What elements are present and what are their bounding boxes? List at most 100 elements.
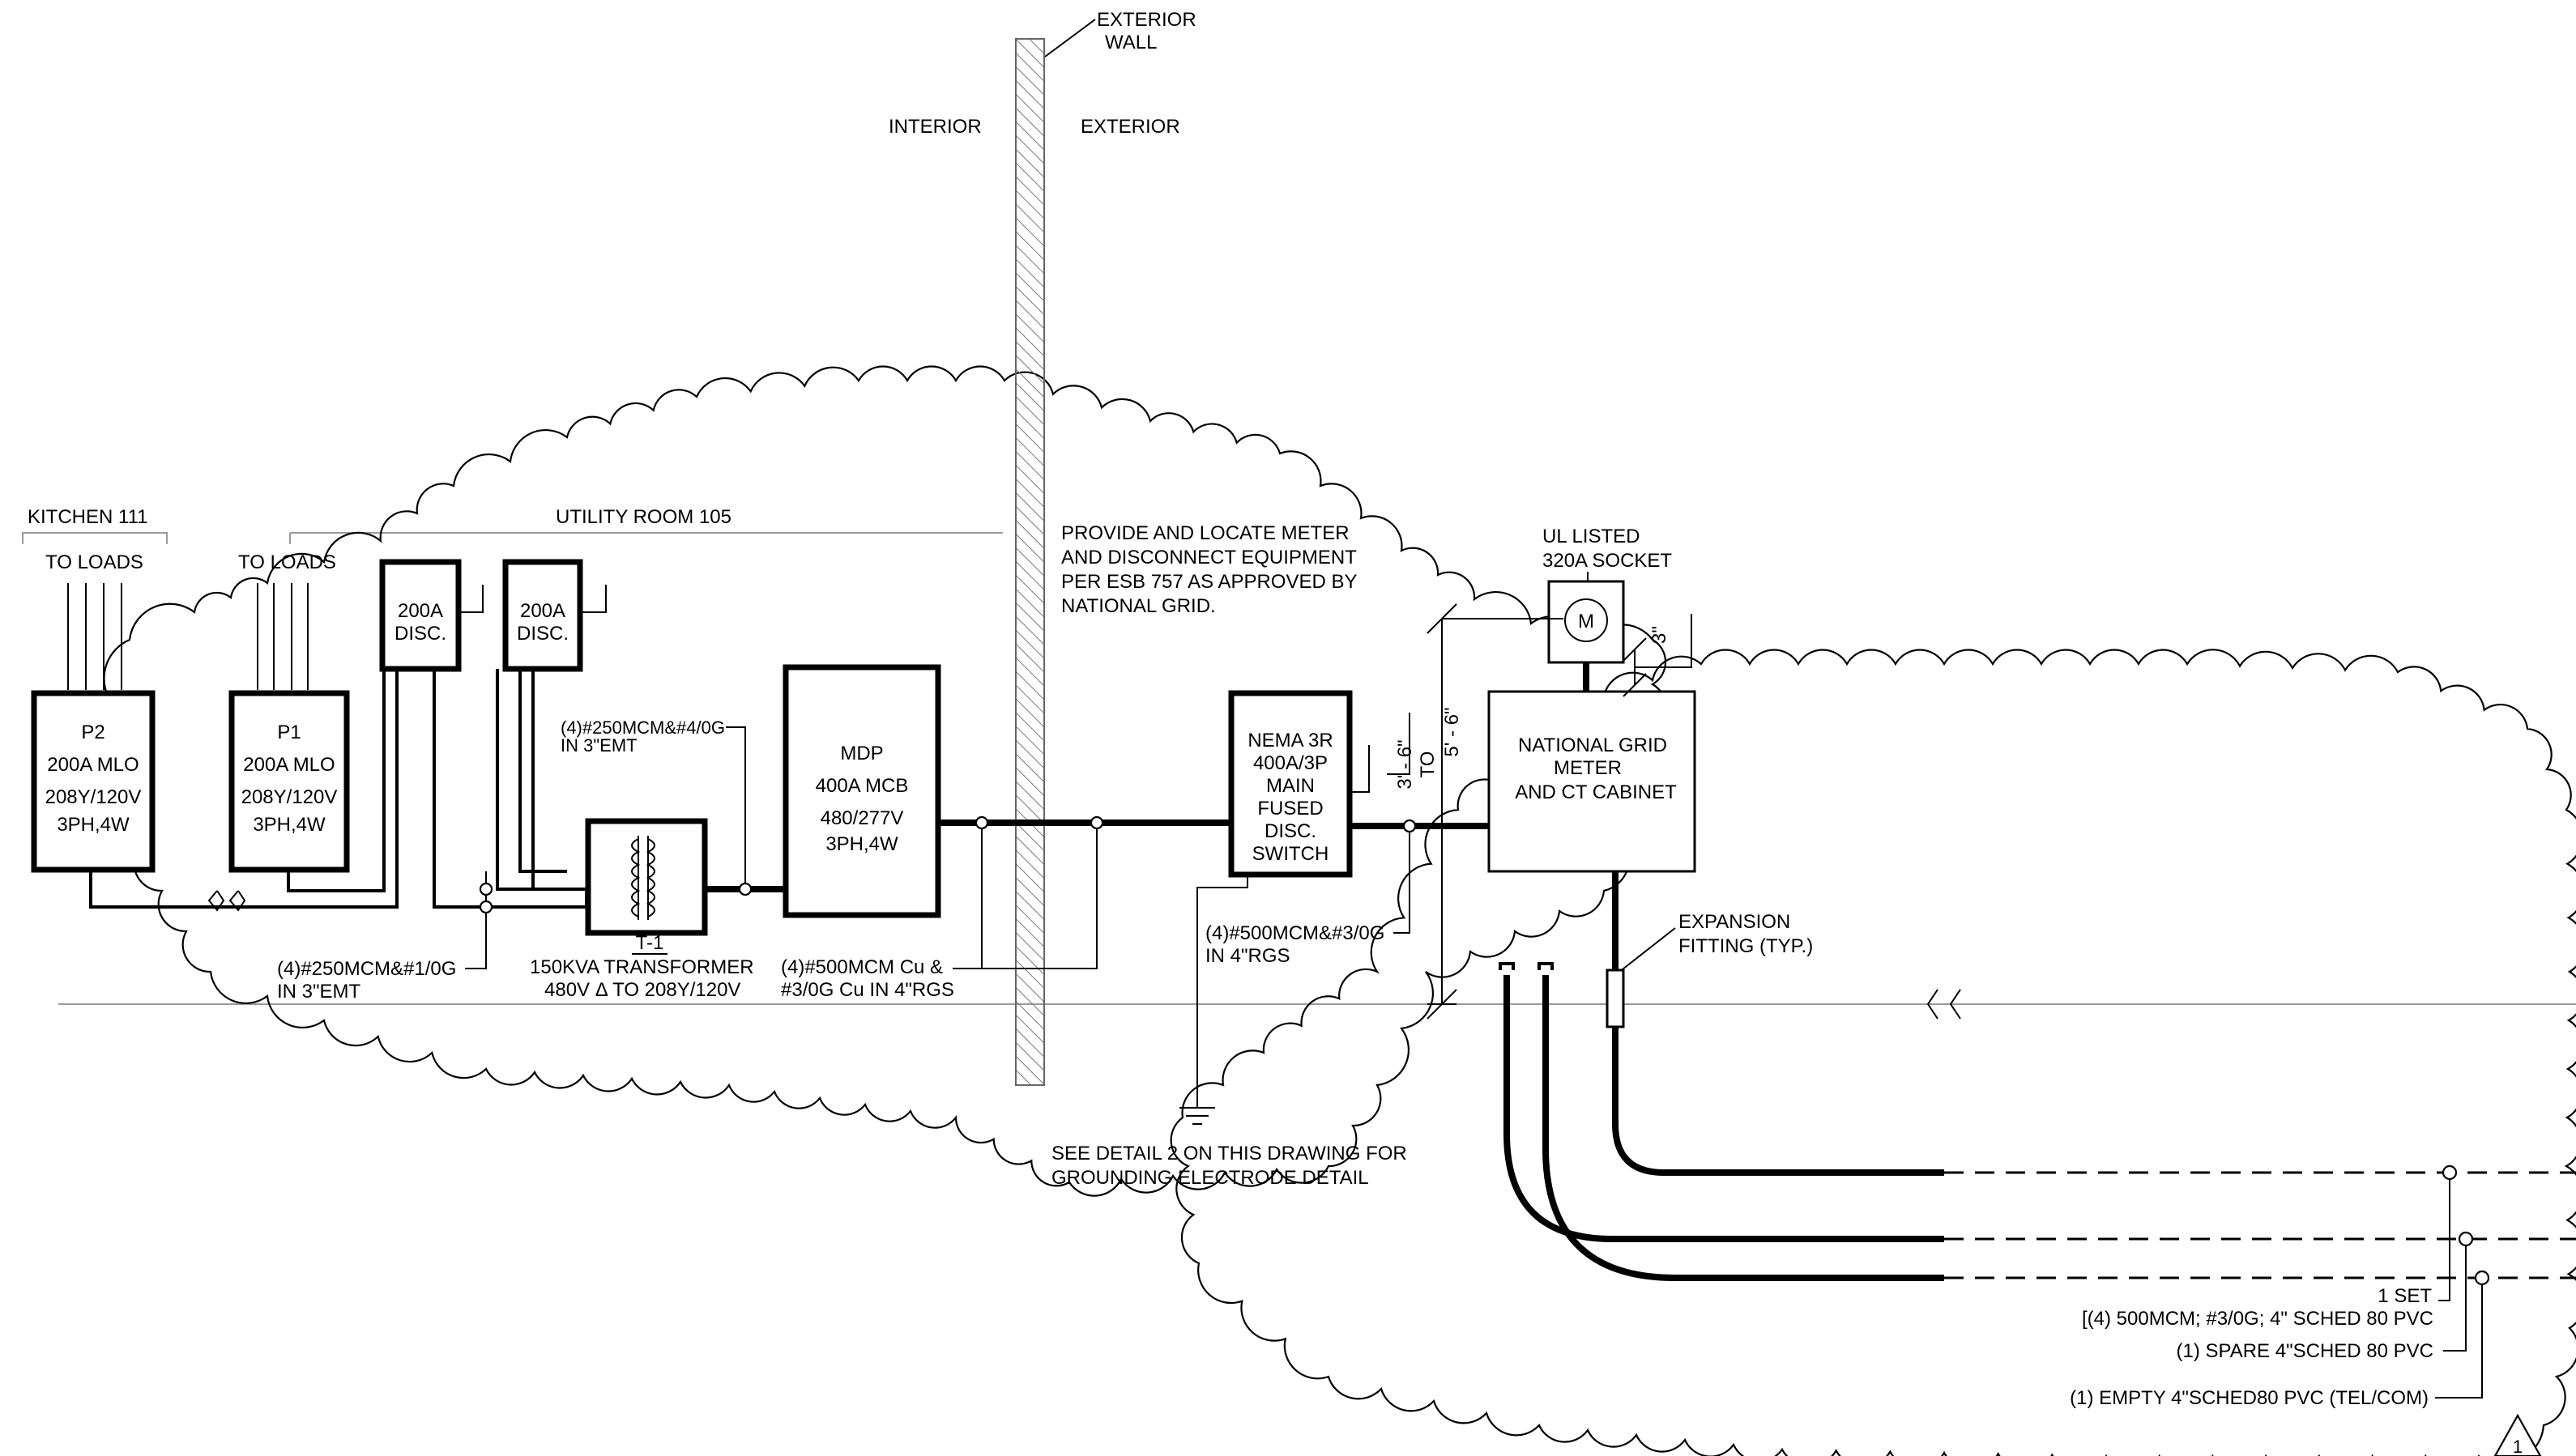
disconnect-1-line1: 200A bbox=[398, 600, 443, 622]
to-loads-p2: TO LOADS bbox=[45, 551, 143, 573]
panel-p1-rating: 200A MLO bbox=[243, 754, 335, 776]
nema-line5: DISC. bbox=[1265, 820, 1316, 842]
conductor-c4-line1: (4)#500MCM&#3/0G bbox=[1205, 922, 1384, 944]
load-wires-p2 bbox=[67, 583, 122, 690]
socket-gap-dimension bbox=[1623, 614, 1692, 697]
meter-ct-cabinet bbox=[1487, 690, 1696, 873]
panel-p1-name: P1 bbox=[277, 722, 301, 743]
disconnect-2-handle bbox=[580, 585, 607, 613]
conduit-service-leader bbox=[2438, 1179, 2450, 1301]
panel-p2-phase: 3PH,4W bbox=[57, 814, 130, 836]
transformer-voltage: 480V Δ TO 208Y/120V bbox=[544, 979, 740, 1001]
meter-cabinet-line1: NATIONAL GRID bbox=[1518, 734, 1667, 756]
disconnect-1-handle bbox=[458, 585, 484, 613]
dimension-to: TO bbox=[1417, 751, 1439, 778]
conductor-c2-line2: IN 3"EMT bbox=[277, 981, 361, 1003]
disc2-feeder bbox=[518, 669, 567, 873]
height-dimension bbox=[1427, 603, 1563, 1020]
revision-number: 1 bbox=[2513, 1437, 2523, 1456]
conduit-spare-cap bbox=[1499, 962, 1515, 970]
panel-p2-rating: 200A MLO bbox=[47, 754, 139, 776]
conductor-c4-leader bbox=[1393, 826, 1410, 934]
break-symbol-4 bbox=[1949, 989, 1961, 1020]
conduit-spare-leader bbox=[2443, 1245, 2467, 1352]
break-symbol-2 bbox=[228, 890, 246, 912]
conductor-c3-line2: #3/0G Cu IN 4"RGS bbox=[781, 979, 954, 1001]
nema-handle bbox=[1350, 745, 1370, 793]
expansion-note-line1: EXPANSION bbox=[1678, 911, 1790, 933]
nema-switch bbox=[1228, 690, 1353, 878]
exterior-wall bbox=[1015, 38, 1045, 1086]
disconnect-2 bbox=[502, 559, 583, 672]
utility-room-label: UTILITY ROOM 105 bbox=[556, 506, 731, 528]
disconnect-1 bbox=[379, 559, 462, 672]
provide-note-line2: AND DISCONNECT EQUIPMENT bbox=[1061, 547, 1357, 568]
meter-circle bbox=[1564, 598, 1608, 642]
wall-label-line2: WALL bbox=[1105, 32, 1157, 53]
wall-label-line1: EXTERIOR bbox=[1097, 9, 1196, 31]
provide-note-line1: PROVIDE AND LOCATE METER bbox=[1061, 522, 1350, 544]
transformer-rating: 150KVA TRANSFORMER bbox=[530, 956, 754, 978]
revision-triangle bbox=[2493, 1413, 2542, 1456]
socket-label-line2: 320A SOCKET bbox=[1542, 550, 1672, 572]
mdp-voltage: 480/277V bbox=[821, 807, 904, 829]
load-wires-p1 bbox=[257, 583, 309, 690]
meter-socket bbox=[1547, 580, 1625, 664]
panel-p2-name: P2 bbox=[81, 722, 104, 743]
conduit-spare-label: (1) SPARE 4"SCHED 80 PVC bbox=[2176, 1340, 2433, 1362]
nema-line4: FUSED bbox=[1257, 798, 1323, 820]
transformer-tag: T-1 bbox=[636, 932, 664, 954]
nema-line6: SWITCH bbox=[1252, 843, 1329, 865]
conduit-spare bbox=[1503, 975, 1944, 1242]
conduit-empty-cap bbox=[1537, 962, 1554, 970]
expansion-note-line2: FITTING (TYP.) bbox=[1678, 935, 1813, 957]
conduit-empty bbox=[1542, 975, 1944, 1281]
nema-line1: NEMA 3R bbox=[1247, 730, 1333, 751]
socket-label-line1: UL LISTED bbox=[1542, 526, 1640, 547]
break-symbol-1 bbox=[207, 890, 225, 912]
mdp-rating: 400A MCB bbox=[816, 775, 909, 797]
panel-p1 bbox=[228, 690, 350, 873]
nema-line2: 400A/3P bbox=[1253, 752, 1328, 774]
ground-symbol bbox=[1179, 1107, 1215, 1125]
panel-p2-voltage: 208Y/120V bbox=[45, 786, 142, 808]
conductor-c4-line2: IN 4"RGS bbox=[1205, 945, 1290, 967]
conduit-service bbox=[1612, 871, 1944, 1176]
break-symbol-3 bbox=[1926, 989, 1938, 1020]
transformer-box bbox=[585, 818, 708, 936]
mdp-panel bbox=[783, 664, 941, 918]
conduit-set-line1: 1 SET bbox=[2378, 1285, 2432, 1307]
revision-cloud-exterior bbox=[1170, 649, 2576, 1456]
panel-p1-phase: 3PH,4W bbox=[253, 814, 326, 836]
conduit-empty-leader bbox=[2435, 1284, 2483, 1399]
conduit-empty-dot bbox=[2474, 1270, 2490, 1286]
conduit-set-line2: [(4) 500MCM; #3/0G; 4" SCHED 80 PVC bbox=[2082, 1308, 2433, 1330]
meter-symbol: M bbox=[1578, 611, 1594, 632]
conductor-c3-line1: (4)#500MCM Cu & bbox=[781, 956, 943, 978]
grounding-note-line1: SEE DETAIL 2 ON THIS DRAWING FOR bbox=[1051, 1143, 1407, 1164]
conductor-c3-leader bbox=[953, 823, 1098, 969]
wall-leader bbox=[1044, 19, 1096, 57]
conductor-c1-line1: (4)#250MCM&#4/0G bbox=[561, 717, 725, 738]
disconnect-1-line2: DISC. bbox=[395, 623, 446, 645]
to-loads-p1: TO LOADS bbox=[238, 551, 336, 573]
conduit-spare-dot bbox=[2458, 1231, 2474, 1247]
revision-cloud-interior bbox=[100, 365, 1667, 1197]
disconnect-2-line1: 200A bbox=[520, 600, 565, 622]
mdp-phase: 3PH,4W bbox=[825, 833, 898, 855]
nema-line3: MAIN bbox=[1266, 775, 1315, 797]
disconnect-2-line2: DISC. bbox=[517, 623, 569, 645]
transformer-coils bbox=[631, 836, 655, 920]
dimension-d2: 5' - 6" bbox=[1441, 707, 1463, 756]
dimension-d1-leader bbox=[1387, 713, 1410, 775]
conductor-c1-leader bbox=[726, 726, 746, 889]
expansion-fitting bbox=[1606, 969, 1625, 1028]
conductor-c2-line1: (4)#250MCM&#1/0G bbox=[277, 958, 456, 980]
conduit-empty-label: (1) EMPTY 4"SCHED80 PVC (TEL/COM) bbox=[2070, 1387, 2429, 1409]
dimension-d1: 3' - 6" bbox=[1394, 739, 1416, 789]
conduit-service-dot bbox=[2442, 1164, 2458, 1181]
mdp-name: MDP bbox=[840, 743, 883, 764]
dimension-d3: 3" bbox=[1648, 626, 1670, 644]
kitchen-bracket bbox=[22, 532, 168, 544]
provide-note-line3: PER ESB 757 AS APPROVED BY bbox=[1061, 571, 1358, 593]
